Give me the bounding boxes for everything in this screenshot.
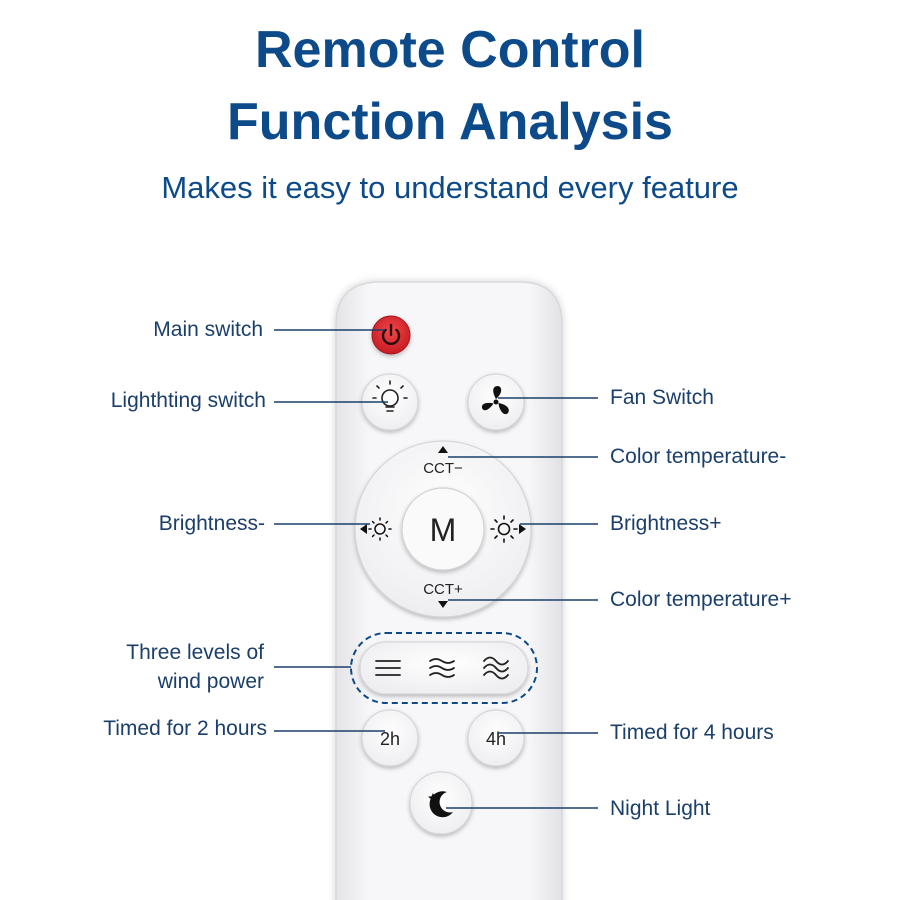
wind-low-icon (375, 660, 401, 676)
lightbulb-icon (372, 380, 408, 412)
brightness-minus-button[interactable] (360, 517, 392, 541)
timer-4h-text: 4h (486, 729, 506, 749)
cct-minus-text: CCT− (423, 460, 463, 477)
sun-small-icon (368, 517, 392, 541)
fan-icon (481, 386, 509, 415)
arrow-left-icon (360, 524, 367, 534)
cct-minus-button[interactable]: CCT− (423, 446, 463, 477)
wind-high-icon (483, 656, 509, 680)
label-brightness-minus: Brightness- (158, 512, 265, 535)
mode-button[interactable]: M (401, 487, 485, 571)
label-night-light: Night Light (610, 797, 711, 820)
arrow-right-icon (519, 524, 526, 534)
mode-button-text: M (430, 512, 457, 548)
label-wind-line-1: Three levels of (126, 641, 264, 664)
wind-group-outline (350, 632, 538, 704)
page-subtitle: Makes it easy to understand every featur… (161, 170, 739, 205)
wind-medium-icon (429, 658, 455, 678)
page-title-line-2: Function Analysis (227, 93, 673, 151)
label-brightness-plus: Brightness+ (610, 512, 722, 535)
lighting-switch-button[interactable] (361, 373, 419, 431)
leader-lines (274, 329, 598, 809)
wind-level-2-button[interactable] (429, 658, 455, 678)
power-button[interactable] (371, 315, 411, 355)
night-light-button[interactable] (409, 771, 473, 835)
timer-4h-button[interactable]: 4h (467, 709, 525, 767)
arrow-down-icon (438, 601, 448, 608)
wind-level-1-button[interactable] (375, 660, 401, 676)
label-wind-line-2: wind power (157, 670, 264, 693)
label-fan-switch: Fan Switch (610, 386, 714, 409)
brightness-plus-button[interactable] (490, 515, 526, 543)
timer-2h-text: 2h (380, 729, 400, 749)
label-timed-4h: Timed for 4 hours (610, 721, 774, 744)
moon-star-icon (428, 791, 453, 818)
sun-large-icon (490, 515, 518, 543)
wind-speed-bar (359, 641, 529, 695)
timer-2h-button[interactable]: 2h (361, 709, 419, 767)
cct-plus-text: CCT+ (423, 581, 463, 598)
label-color-temp-plus: Color temperature+ (610, 588, 792, 611)
label-lighting-switch: Lighthting switch (110, 389, 266, 412)
cct-plus-button[interactable]: CCT+ (423, 581, 463, 608)
power-icon (381, 323, 401, 345)
page-title-line-1: Remote Control (255, 21, 645, 79)
wind-level-3-button[interactable] (483, 656, 509, 680)
label-main-switch: Main switch (153, 318, 263, 341)
fan-switch-button[interactable] (467, 373, 525, 431)
label-color-temp-minus: Color temperature- (610, 445, 787, 468)
label-timed-2h: Timed for 2 hours (103, 717, 267, 740)
arrow-up-icon (438, 446, 448, 453)
